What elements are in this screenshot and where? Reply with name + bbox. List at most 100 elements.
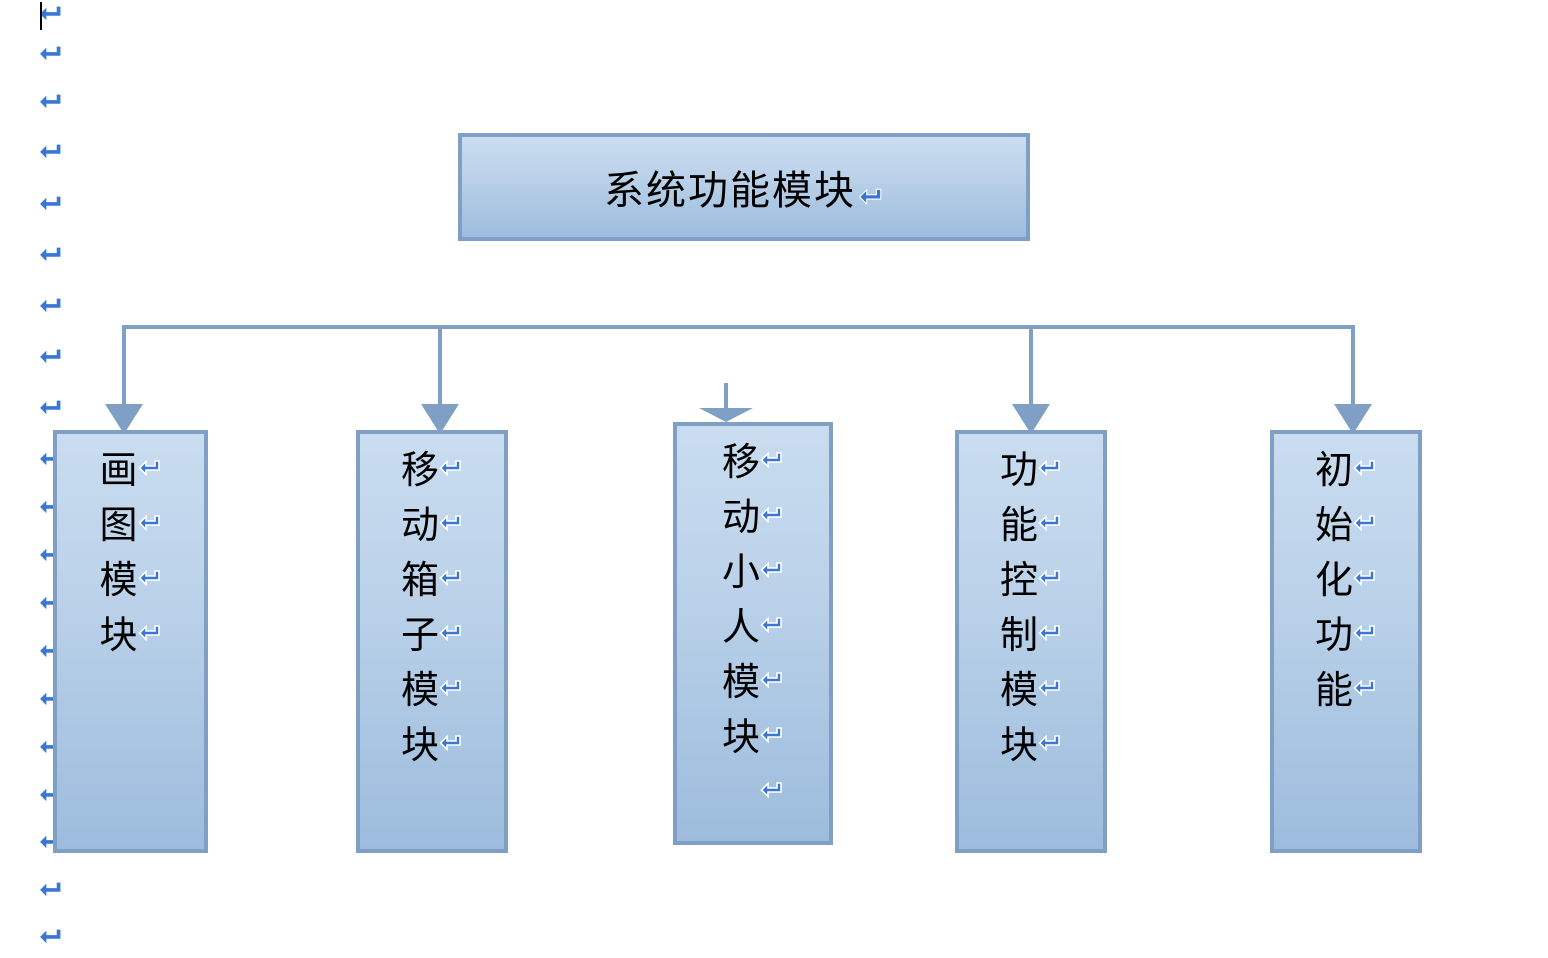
shape-text-char: 人 (721, 607, 760, 649)
shape-text-line: 能 (1315, 664, 1377, 719)
shape-text-line: 图 (99, 499, 161, 554)
shape-text-char: 模 (999, 670, 1038, 712)
arrow-head-2 (421, 404, 459, 434)
shape-text-line: 始 (1315, 499, 1377, 554)
return-arrow-icon (1038, 512, 1062, 536)
shape-text-line: 块 (1000, 719, 1062, 774)
shape-text-char: 子 (400, 615, 439, 657)
shape-text-char: 图 (99, 505, 138, 547)
shape-text-line: 移 (401, 444, 463, 499)
paragraph-mark-icon (38, 243, 64, 269)
return-arrow-icon (137, 567, 162, 591)
shape-text-line: 箱 (401, 554, 463, 609)
connector-drop-3 (724, 383, 728, 411)
shape-text-char: 功 (1314, 615, 1353, 657)
shape-text-line: 模 (1000, 664, 1062, 719)
shape-text-line: 块 (401, 719, 463, 774)
shape-text-line: 人 (722, 601, 784, 656)
shape-text-char: 始 (1314, 505, 1353, 547)
return-arrow-icon (1038, 677, 1062, 701)
return-arrow-icon (1353, 677, 1377, 701)
arrow-head-4 (1012, 404, 1050, 434)
paragraph-mark-icon (38, 878, 64, 904)
shape-text-char: 能 (999, 505, 1038, 547)
arrow-head-1 (105, 404, 143, 434)
shape-text-char: 模 (99, 560, 138, 602)
shape-text-char: 块 (99, 615, 138, 657)
shape-text-line: 制 (1000, 609, 1062, 664)
paragraph-mark-icon (38, 90, 64, 116)
shape-text-char: 模 (721, 662, 760, 704)
return-arrow-icon (760, 724, 784, 748)
shape-move-person-module[interactable]: 移动小人模块 (673, 422, 833, 845)
shape-text-line: 模 (99, 554, 161, 609)
return-arrow-icon (1353, 622, 1377, 646)
return-arrow-icon (858, 174, 884, 206)
return-arrow-icon (439, 457, 463, 481)
shape-text-line: 小 (722, 546, 784, 601)
return-arrow-icon (1038, 457, 1062, 481)
shape-text-line: 化 (1315, 554, 1377, 609)
shape-text-line: 初 (1315, 444, 1377, 499)
connector-drop-5 (1351, 325, 1355, 409)
shape-text-char: 化 (1314, 560, 1353, 602)
shape-text-line: 功 (1000, 444, 1062, 499)
paragraph-mark-icon (38, 396, 64, 422)
shape-text-line: 画 (99, 444, 161, 499)
shape-move-box-module[interactable]: 移动箱子模块 (356, 430, 508, 853)
return-arrow-icon (439, 677, 463, 701)
shape-text-line: 模 (722, 656, 784, 711)
return-arrow-icon (760, 614, 784, 638)
shape-text-line: 块 (722, 711, 784, 766)
shape-text-char: 块 (400, 725, 439, 767)
return-arrow-icon (1038, 622, 1062, 646)
shape-text-char: 动 (400, 505, 439, 547)
paragraph-mark-icon (38, 192, 64, 218)
return-arrow-icon (137, 512, 162, 536)
paragraph-mark-icon (38, 140, 64, 166)
shape-root-system-function-module[interactable]: 系统功能模块 (458, 133, 1030, 241)
shape-function-control-module[interactable]: 功能控制模块 (955, 430, 1107, 853)
shape-text-line: 能 (1000, 499, 1062, 554)
text-caret (40, 2, 42, 30)
shape-root-label: 系统功能模块 (604, 168, 856, 213)
return-arrow-icon (1038, 732, 1062, 756)
shape-text-char: 箱 (400, 560, 439, 602)
shape-text-char: 能 (1314, 670, 1353, 712)
return-arrow-icon (439, 622, 463, 646)
shape-text-line: 控 (1000, 554, 1062, 609)
shape-text-char: 模 (400, 670, 439, 712)
return-arrow-icon (760, 449, 784, 473)
return-arrow-icon (760, 559, 784, 583)
shape-text-line: 移 (722, 436, 784, 491)
shape-text-line: 模 (401, 664, 463, 719)
paragraph-mark-icon (38, 42, 64, 68)
shape-text-char: 制 (999, 615, 1038, 657)
shape-text-char: 块 (721, 717, 760, 759)
connector-drop-1 (122, 325, 126, 409)
shape-text-line: 块 (99, 609, 161, 664)
shape-text-line: 动 (401, 499, 463, 554)
connector-drop-2 (438, 325, 442, 409)
shape-text-char: 初 (1314, 450, 1353, 492)
shape-draw-module[interactable]: 画图模块 (53, 430, 208, 853)
paragraph-mark-icon (38, 345, 64, 371)
arrow-head-3 (699, 408, 753, 422)
shape-text-line-empty (722, 766, 784, 821)
shape-text-char: 小 (721, 552, 760, 594)
shape-initialization-function[interactable]: 初始化功能 (1270, 430, 1422, 853)
return-arrow-icon (1353, 457, 1377, 481)
shape-text-char: 块 (999, 725, 1038, 767)
shape-text-line: 功 (1315, 609, 1377, 664)
shape-text-char: 移 (400, 450, 439, 492)
return-arrow-icon (439, 512, 463, 536)
return-arrow-icon (137, 457, 162, 481)
shape-text-char: 功 (999, 450, 1038, 492)
connector-horizontal-bus (122, 325, 1355, 329)
shape-text-char: 控 (999, 560, 1038, 602)
shape-text-char: 画 (99, 450, 138, 492)
paragraph-mark-icon (38, 925, 64, 951)
return-arrow-icon (439, 567, 463, 591)
return-arrow-icon (760, 779, 784, 803)
